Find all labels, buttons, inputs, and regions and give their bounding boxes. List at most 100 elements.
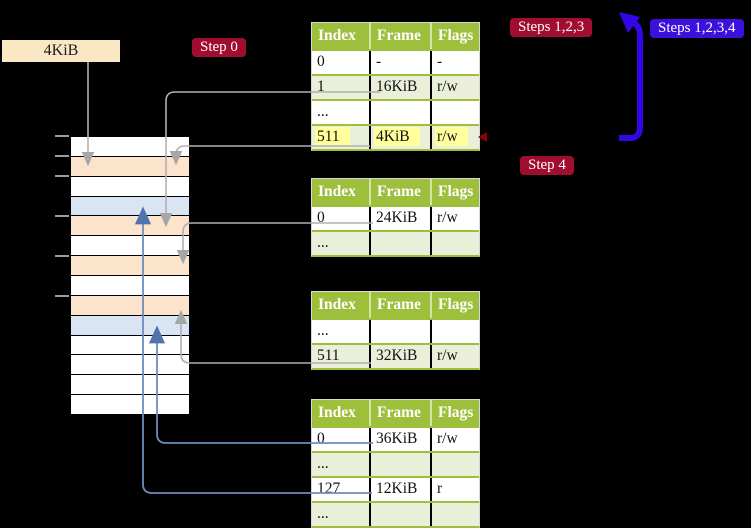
- table-row: ...: [312, 501, 479, 526]
- highlighted-cell-text: 4KiB: [374, 127, 420, 146]
- badge-step-0: Step 0: [192, 38, 246, 57]
- memory-frame-row-7: [71, 276, 189, 296]
- table-cell: [369, 101, 430, 124]
- cell-text: 511: [317, 347, 340, 364]
- memory-frame-row-9: [71, 315, 189, 336]
- table-cell: -: [430, 51, 479, 74]
- table-cell: [369, 232, 430, 255]
- cell-text: 32KiB: [376, 347, 418, 364]
- memory-frame-row-3: [71, 196, 189, 217]
- table-row: ...: [312, 451, 479, 476]
- table-row: 127 12KiB r: [312, 476, 479, 501]
- badge-steps-123: Steps 1,2,3: [510, 18, 593, 37]
- table-row: 0 36KiB r/w: [312, 426, 479, 451]
- memory-frame-row-11: [71, 355, 189, 376]
- cell-text: r/w: [437, 430, 458, 447]
- big-loop-arrowhead-icon: [619, 12, 640, 33]
- memory-frame-row-13: [71, 395, 189, 415]
- page-size-box: 4KiB: [2, 40, 120, 62]
- memory-frame-row-1: [71, 156, 189, 177]
- table-cell: -: [369, 51, 430, 74]
- table-cell: 0: [312, 207, 369, 230]
- cell-text: r/w: [437, 78, 458, 95]
- column-header: Index: [318, 183, 356, 200]
- cell-text: 0: [317, 209, 325, 226]
- column-header: Index: [318, 404, 356, 421]
- table-cell: [369, 320, 430, 343]
- table-cell: [369, 503, 430, 526]
- cell-text: 1: [317, 78, 325, 95]
- cell-text: 127: [317, 480, 341, 497]
- cell-text: 36KiB: [376, 430, 418, 447]
- table-cell: r/w: [430, 207, 479, 230]
- big-loop-arrow: [619, 19, 643, 141]
- memory-frame-row-4: [71, 216, 189, 237]
- cell-text: r: [437, 480, 443, 497]
- table-cell: 0: [312, 428, 369, 451]
- cell-text: 12KiB: [376, 480, 418, 497]
- highlighted-cell-text: 511: [315, 127, 350, 146]
- table-cell: ...: [312, 101, 369, 124]
- table-row: ...: [312, 318, 479, 343]
- table-cell: 4KiB: [369, 126, 430, 149]
- memory-frame-row-12: [71, 375, 189, 396]
- column-header: Flags: [430, 400, 479, 426]
- table-cell: ...: [312, 320, 369, 343]
- column-header: Frame: [369, 400, 430, 426]
- cell-text: ...: [317, 322, 329, 339]
- table-row: 1 16KiB r/w: [312, 74, 479, 99]
- cell-text: 24KiB: [376, 209, 418, 226]
- cell-text: 16KiB: [376, 78, 418, 95]
- table-cell: r/w: [430, 76, 479, 99]
- cell-text: 0: [317, 430, 325, 447]
- table-cell: [430, 320, 479, 343]
- column-header: Flags: [430, 292, 479, 318]
- table-cell: r/w: [430, 126, 479, 149]
- cell-text: ...: [317, 234, 329, 251]
- table-cell: 511: [312, 345, 369, 368]
- table-cell: [430, 503, 479, 526]
- table-cell: r/w: [430, 428, 479, 451]
- table-cell: 127: [312, 478, 369, 501]
- cell-text: ...: [317, 505, 329, 522]
- memory-frame-row-6: [71, 256, 189, 277]
- highlighted-cell-text: r/w: [435, 127, 468, 146]
- table-cell: 24KiB: [369, 207, 430, 230]
- table-cell: ...: [312, 453, 369, 476]
- cell-text: r/w: [437, 347, 458, 364]
- table-cell: [430, 232, 479, 255]
- physical-memory-column: [70, 136, 190, 415]
- table-cell: [430, 101, 479, 124]
- column-header: Index: [318, 27, 356, 44]
- table-cell: ...: [312, 232, 369, 255]
- memory-frame-row-0: [71, 137, 189, 157]
- table-row: ...: [312, 99, 479, 124]
- cell-text: ...: [317, 455, 329, 472]
- column-header: Frame: [369, 292, 430, 318]
- table-cell: r: [430, 478, 479, 501]
- memory-boundary-ticks: [55, 135, 69, 297]
- memory-frame-row-10: [71, 335, 189, 356]
- page-size-label: 4KiB: [43, 42, 79, 59]
- table-row: 0 24KiB r/w: [312, 205, 479, 230]
- cell-text: 0: [317, 53, 325, 70]
- table-cell: 16KiB: [369, 76, 430, 99]
- table-cell: 0: [312, 51, 369, 74]
- column-header: Flags: [430, 179, 479, 205]
- cell-text: ...: [317, 103, 329, 120]
- memory-frame-row-2: [71, 176, 189, 197]
- memory-frame-row-8: [71, 295, 189, 316]
- table-row: ...: [312, 230, 479, 255]
- table-row: 511 4KiB r/w: [312, 124, 479, 149]
- table-cell: 32KiB: [369, 345, 430, 368]
- table-row: 511 32KiB r/w: [312, 343, 479, 368]
- table-cell: r/w: [430, 345, 479, 368]
